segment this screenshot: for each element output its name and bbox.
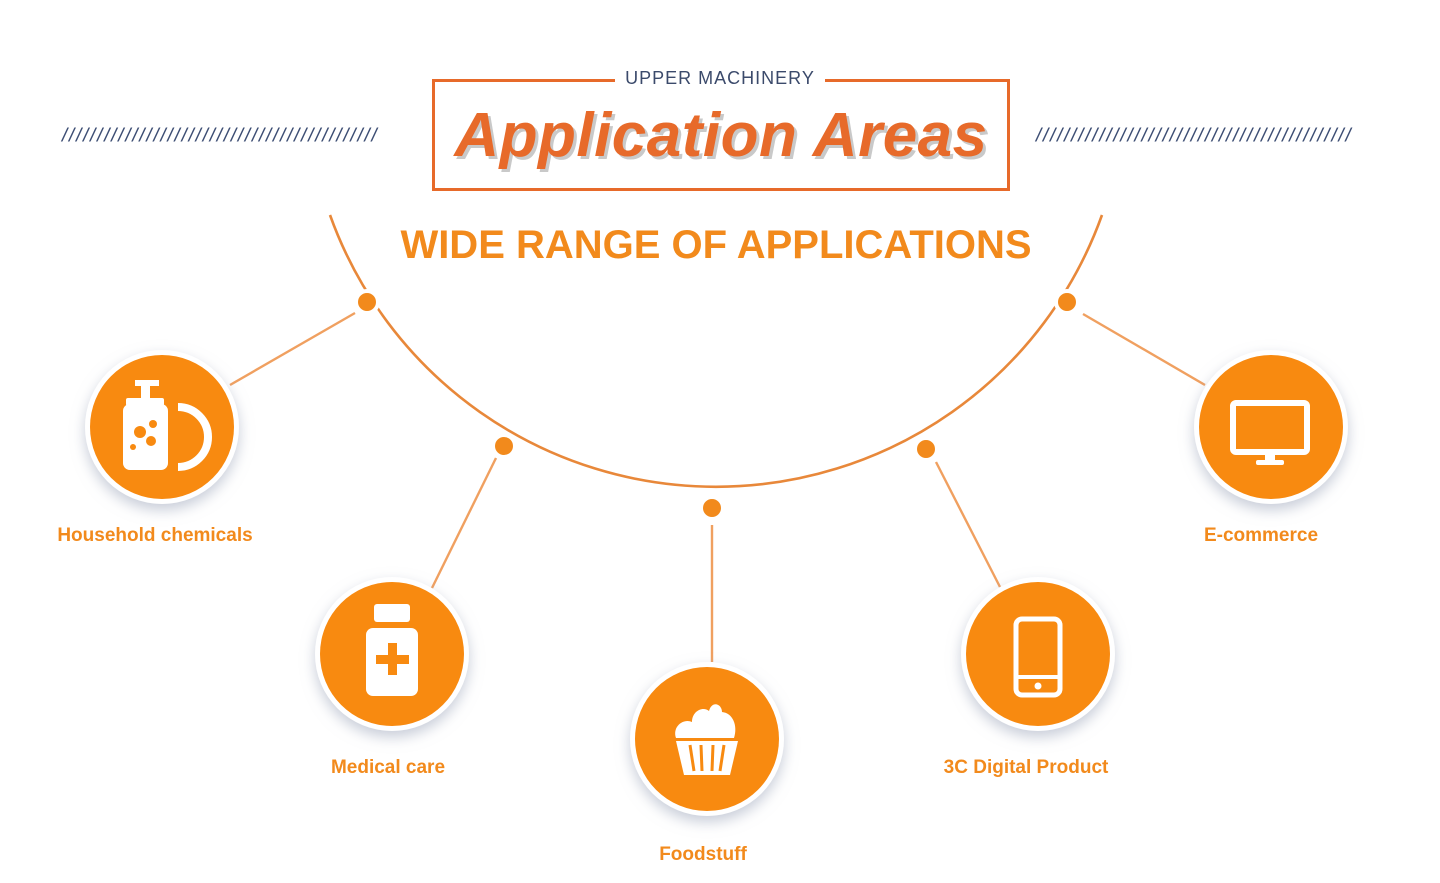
decorative-hatch-left: ////////////////////////////////////////… bbox=[60, 125, 380, 145]
connector-digital bbox=[934, 461, 1002, 588]
connector-ecommerce bbox=[1082, 312, 1206, 387]
connector-arc bbox=[328, 214, 1104, 489]
medicine-bottle-icon bbox=[366, 604, 418, 696]
node-medical-care bbox=[315, 577, 469, 731]
monitor-icon bbox=[1230, 400, 1310, 465]
arc-dot-foodstuff bbox=[699, 495, 725, 521]
node-foodstuff bbox=[630, 662, 784, 816]
page-title: Application Areas bbox=[454, 101, 988, 170]
label-e-commerce: E-commerce bbox=[1203, 525, 1319, 546]
arc-dot-ecommerce bbox=[1054, 289, 1080, 315]
node-e-commerce bbox=[1194, 350, 1348, 504]
arc-dots bbox=[354, 289, 1080, 521]
label-medical-care: Medical care bbox=[330, 757, 446, 778]
decorative-hatch-right: ////////////////////////////////////////… bbox=[1034, 125, 1354, 145]
cupcake-icon bbox=[675, 704, 738, 775]
connector-household bbox=[229, 311, 356, 387]
arc-dot-medical bbox=[491, 433, 517, 459]
smartphone-icon bbox=[1013, 616, 1063, 698]
arc-dot-digital bbox=[913, 436, 939, 462]
section-subtitle: WIDE RANGE OF APPLICATIONS bbox=[400, 223, 1032, 267]
node-household-chemicals bbox=[85, 350, 239, 504]
label-household-chemicals: Household chemicals bbox=[57, 525, 253, 546]
soap-bottle-and-plate-icon bbox=[123, 380, 212, 471]
connector-medical bbox=[430, 457, 498, 589]
arc-dot-household bbox=[354, 289, 380, 315]
node-3c-digital-product bbox=[961, 577, 1115, 731]
brand-kicker: UPPER MACHINERY bbox=[615, 64, 825, 92]
label-foodstuff: Foodstuff bbox=[659, 844, 747, 865]
label-3c-digital-product: 3C Digital Product bbox=[943, 757, 1109, 778]
